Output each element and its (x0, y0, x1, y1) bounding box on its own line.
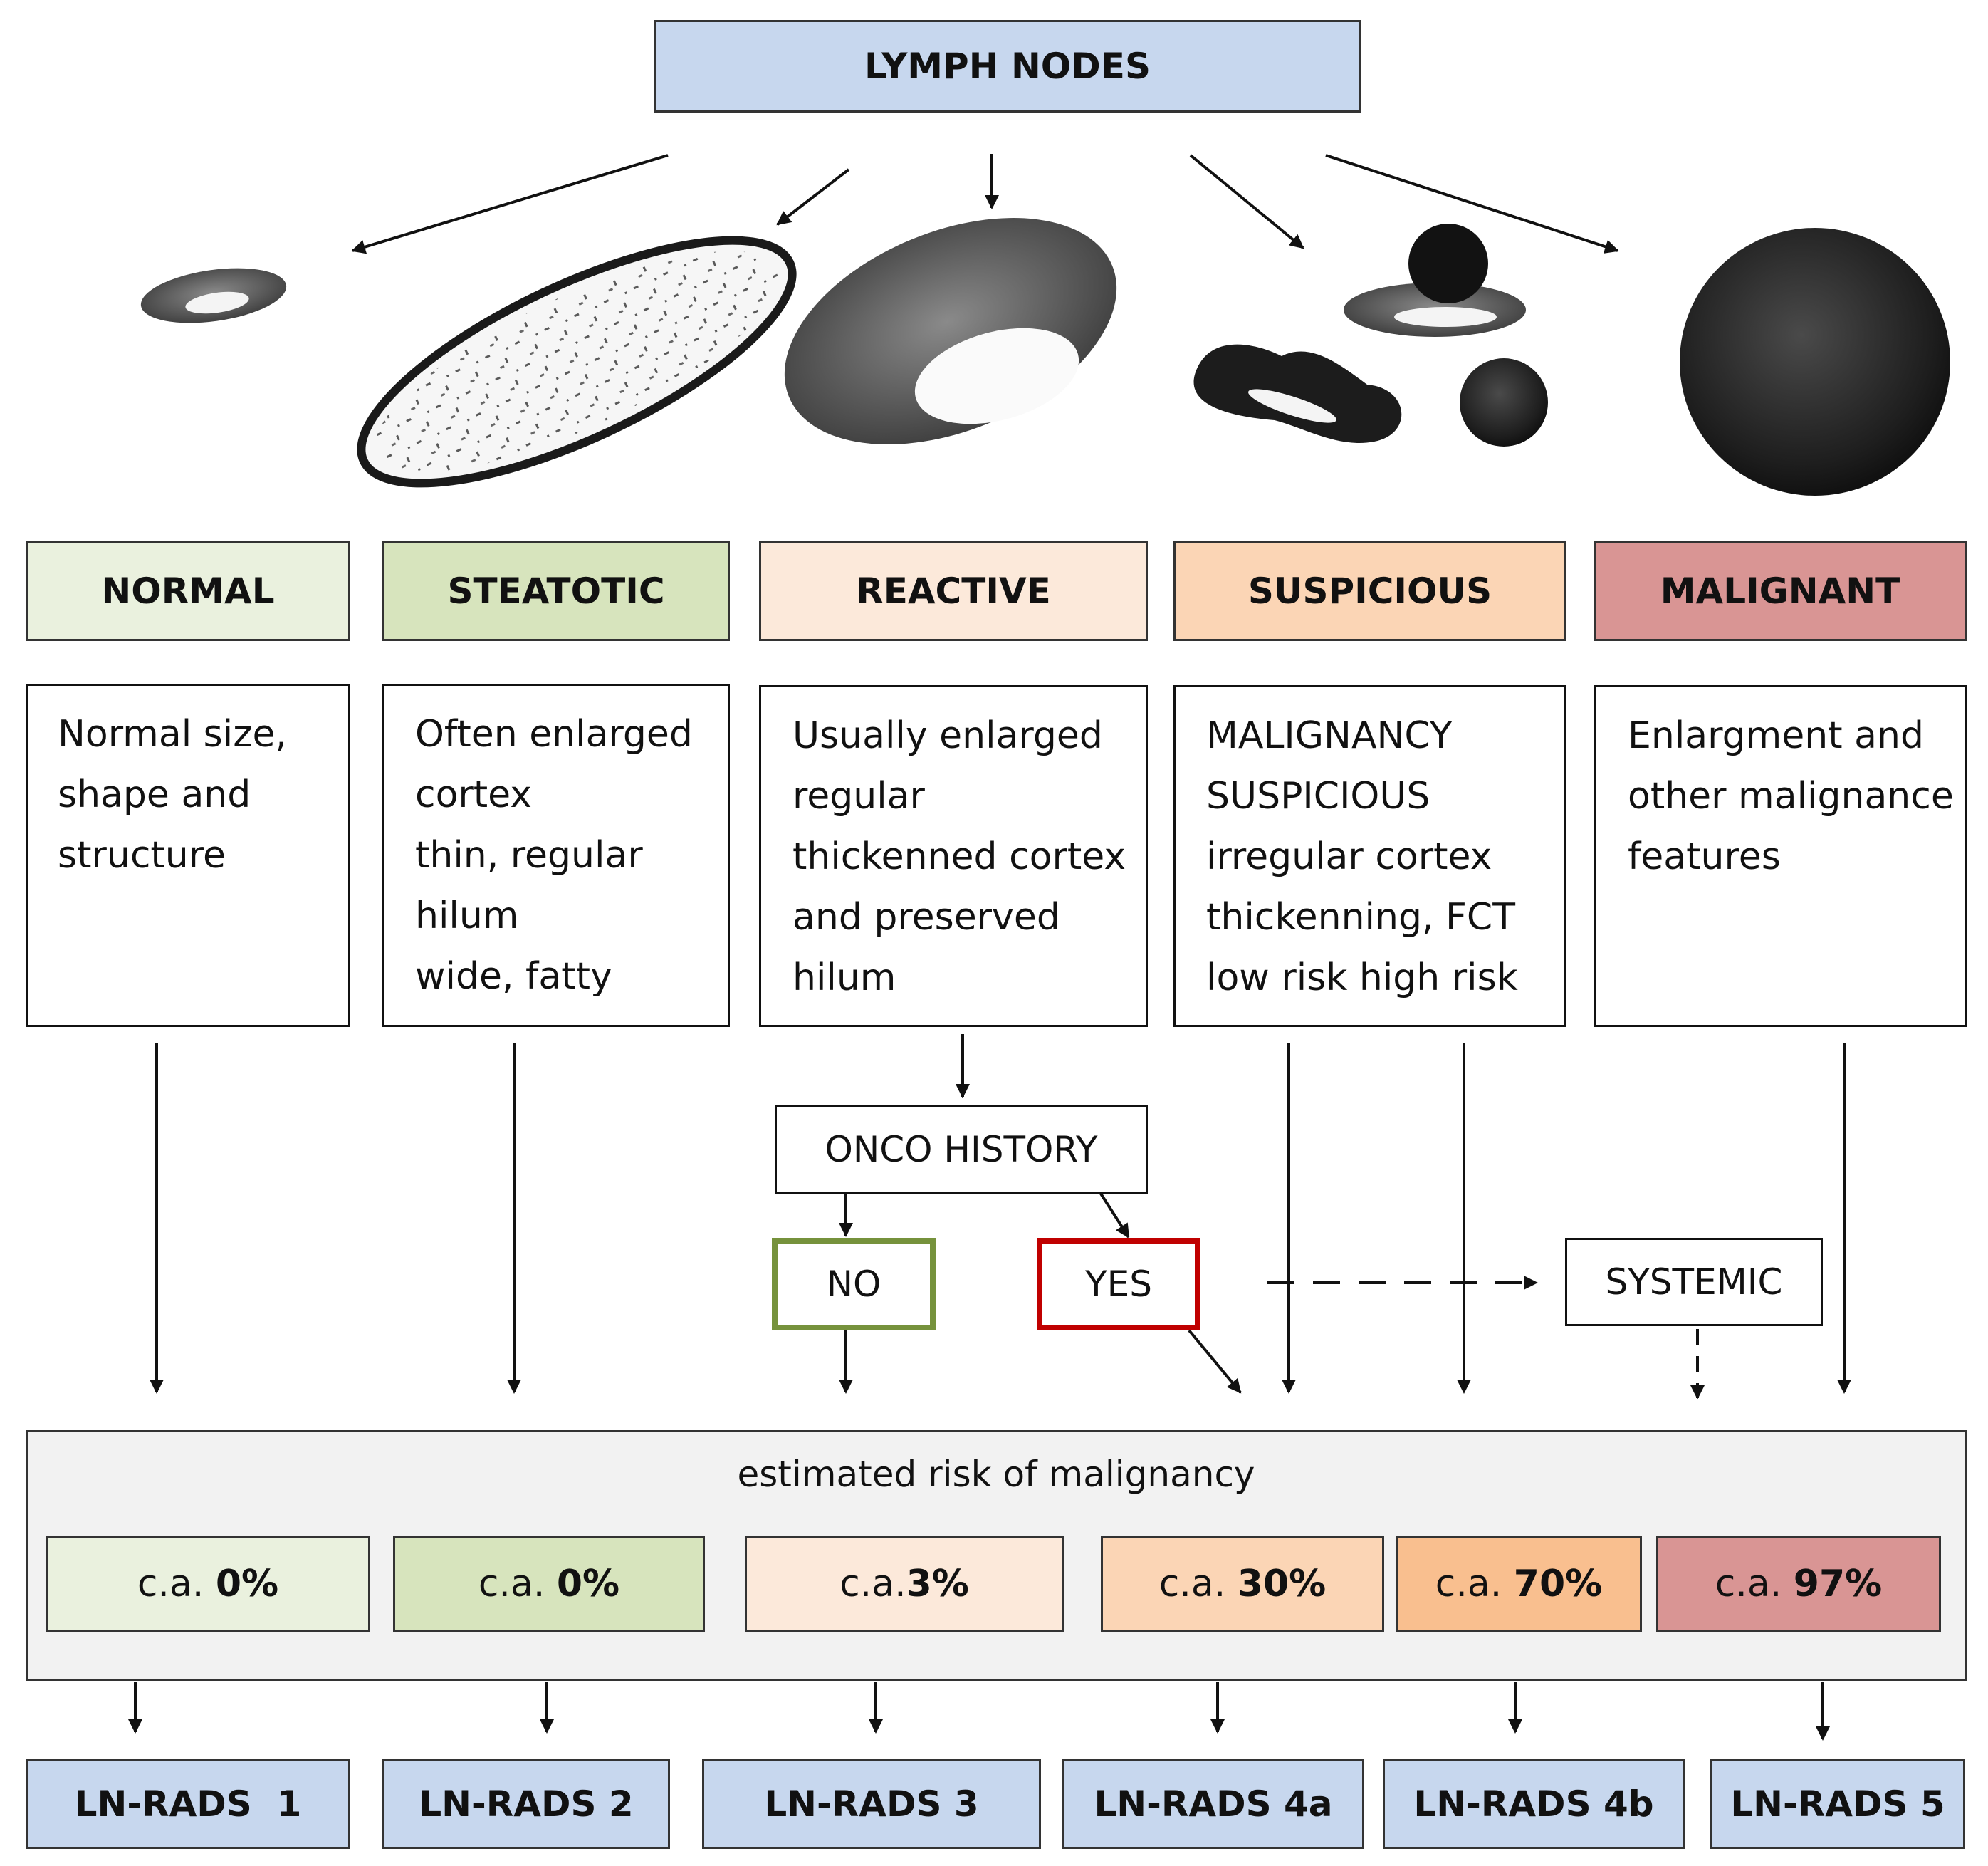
ln-rads-3: LN-RADS 3 (702, 1759, 1041, 1849)
risk-prefix: c.a. (137, 1563, 216, 1605)
ln-rads-4b: LN-RADS 4b (1383, 1759, 1685, 1849)
description-suspicious: MALIGNANCY SUSPICIOUS irregular cortex t… (1173, 685, 1566, 1027)
risk-value-suspicious-low: c.a. 30% (1101, 1536, 1384, 1632)
risk-prefix: c.a. (1715, 1563, 1794, 1605)
arrow-to-suspicious (1189, 154, 1304, 249)
risk-value-steatotic: c.a. 0% (393, 1536, 705, 1632)
ln-rads-2: LN-RADS 2 (382, 1759, 670, 1849)
description-reactive: Usually enlarged regular thickenned cort… (759, 685, 1148, 1027)
category-normal: NORMAL (26, 541, 350, 641)
risk-value-malignant: c.a. 97% (1656, 1536, 1941, 1632)
risk-value-normal: c.a. 0% (46, 1536, 370, 1632)
risk-percent: 70% (1513, 1563, 1603, 1605)
arrow-yes-down (1188, 1329, 1242, 1394)
category-reactive: REACTIVE (759, 541, 1148, 641)
risk-value-suspicious-high: c.a. 70% (1396, 1536, 1642, 1632)
lymph-nodes-title: LYMPH NODES (654, 20, 1361, 113)
no-box: NO (772, 1238, 936, 1330)
category-malignant: MALIGNANT (1594, 541, 1967, 641)
ln-rads-5: LN-RADS 5 (1710, 1759, 1965, 1849)
arrow-to-malignant (1325, 154, 1619, 254)
arrow-to-normal (351, 154, 669, 254)
description-malignant: Enlargment and other malignance features (1594, 685, 1967, 1027)
malignant-node-icon (1680, 228, 1950, 496)
yes-box: YES (1037, 1238, 1200, 1330)
systemic-box: SYSTEMIC (1565, 1238, 1823, 1326)
reactive-node-icon (784, 218, 1117, 444)
normal-node-icon (140, 268, 287, 323)
risk-percent: 97% (1793, 1563, 1883, 1605)
category-suspicious: SUSPICIOUS (1173, 541, 1566, 641)
risk-prefix: c.a. (1158, 1563, 1238, 1605)
risk-percent: 0% (215, 1563, 279, 1605)
category-steatotic: STEATOTIC (382, 541, 730, 641)
risk-value-reactive: c.a.3% (745, 1536, 1064, 1632)
risk-percent: 0% (556, 1563, 620, 1605)
risk-percent: 3% (906, 1563, 969, 1605)
steatotic-node-icon (357, 236, 797, 488)
ln-rads-1: LN-RADS 1 (26, 1759, 350, 1849)
suspicious-nodes-icon (1193, 224, 1548, 447)
description-normal: Normal size, shape and structure (26, 684, 350, 1027)
ln-rads-4a: LN-RADS 4a (1062, 1759, 1364, 1849)
arrow-history-to-yes (1099, 1192, 1130, 1239)
risk-percent: 30% (1237, 1563, 1327, 1605)
description-steatotic: Often enlarged cortex thin, regular hilu… (382, 684, 730, 1027)
onco-history-box: ONCO HISTORY (775, 1105, 1148, 1194)
risk-prefix: c.a. (1435, 1563, 1514, 1605)
arrow-to-steatotic (776, 168, 850, 226)
risk-panel-label: estimated risk of malignancy (737, 1454, 1255, 1495)
risk-prefix: c.a. (839, 1563, 906, 1605)
risk-prefix: c.a. (478, 1563, 557, 1605)
